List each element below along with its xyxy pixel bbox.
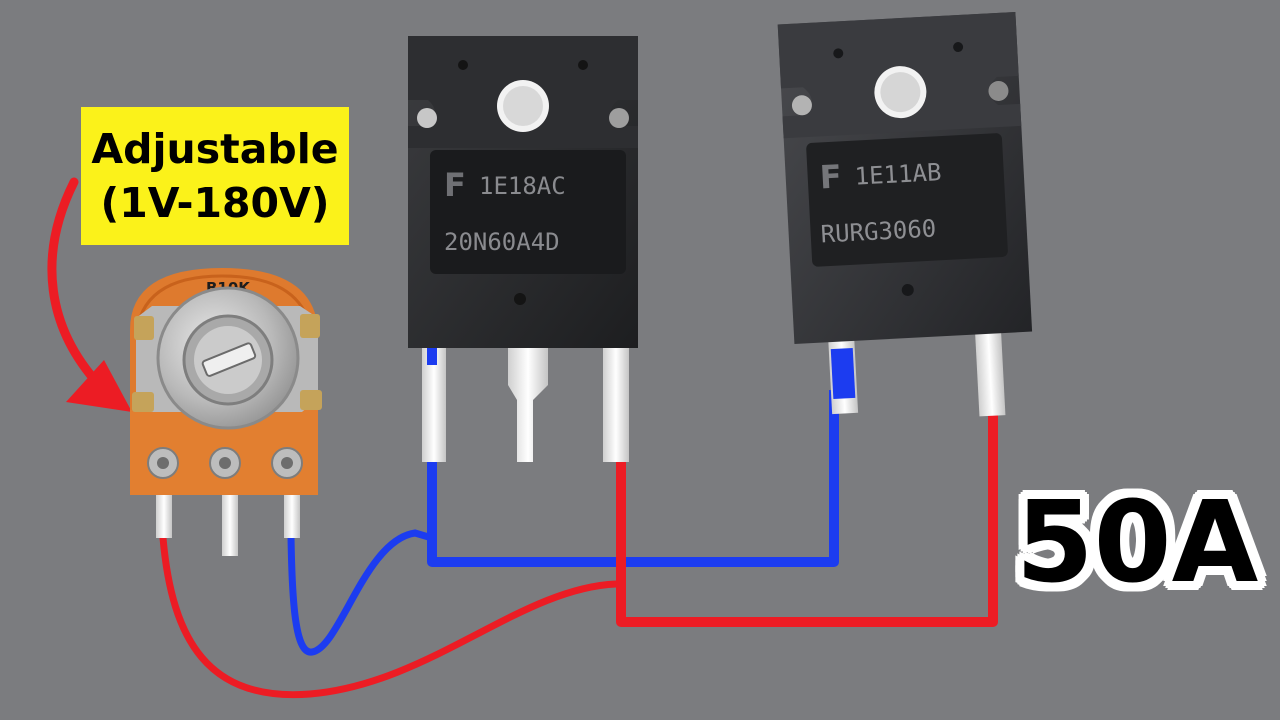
diode-brand-logo: F (819, 157, 843, 196)
igbt-part-number: 20N60A4D (444, 228, 560, 256)
potentiometer-terminals (147, 447, 303, 479)
voltage-range-label: Adjustable (1V-180V) (81, 107, 349, 245)
diode-part-number: RURG3060 (820, 214, 937, 248)
igbt-transistor: F 1E18AC 20N60A4D (408, 36, 638, 462)
current-rating-label: 50A (1015, 478, 1259, 608)
igbt-legs (422, 340, 629, 462)
potentiometer-pins (156, 490, 300, 556)
wire-negative-blue (287, 348, 839, 656)
igbt-brand-logo: F (444, 166, 466, 204)
diode-rectifier: F 1E11AB RURG3060 (777, 11, 1033, 417)
potentiometer: B10K (130, 268, 322, 556)
igbt-date-code: 1E18AC (479, 172, 566, 200)
diode-date-code: 1E11AB (854, 158, 942, 190)
voltage-range-text: (1V-180V) (100, 179, 330, 227)
pointer-arrow (47, 177, 132, 412)
adjustable-text: Adjustable (91, 125, 339, 173)
wire-positive-red (159, 405, 998, 699)
